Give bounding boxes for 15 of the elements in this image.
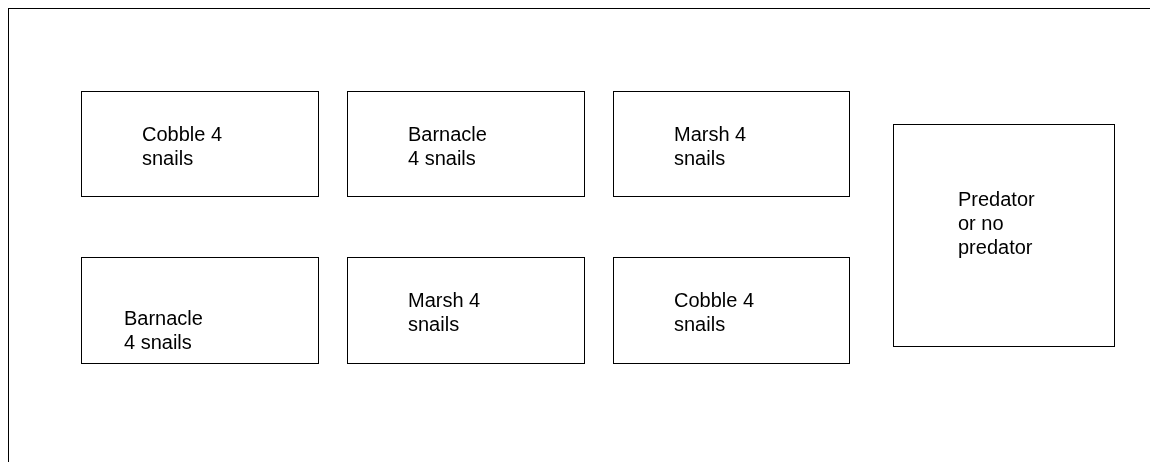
box-label: Predator or no predator — [958, 187, 1036, 259]
text-box — [613, 257, 850, 364]
box-label: Cobble 4 snails — [674, 288, 756, 336]
text-box — [81, 257, 319, 364]
text-box — [347, 257, 585, 364]
box-label: Barnacle 4 snails — [124, 306, 204, 354]
frame-box — [8, 8, 1150, 462]
box-label: Cobble 4 snails — [142, 122, 224, 170]
box-label: Barnacle 4 snails — [408, 122, 488, 170]
box-label: Marsh 4 snails — [408, 288, 482, 336]
text-box — [613, 91, 850, 197]
text-box — [893, 124, 1115, 347]
text-box — [81, 91, 319, 197]
box-label: Marsh 4 snails — [674, 122, 748, 170]
text-box — [347, 91, 585, 197]
